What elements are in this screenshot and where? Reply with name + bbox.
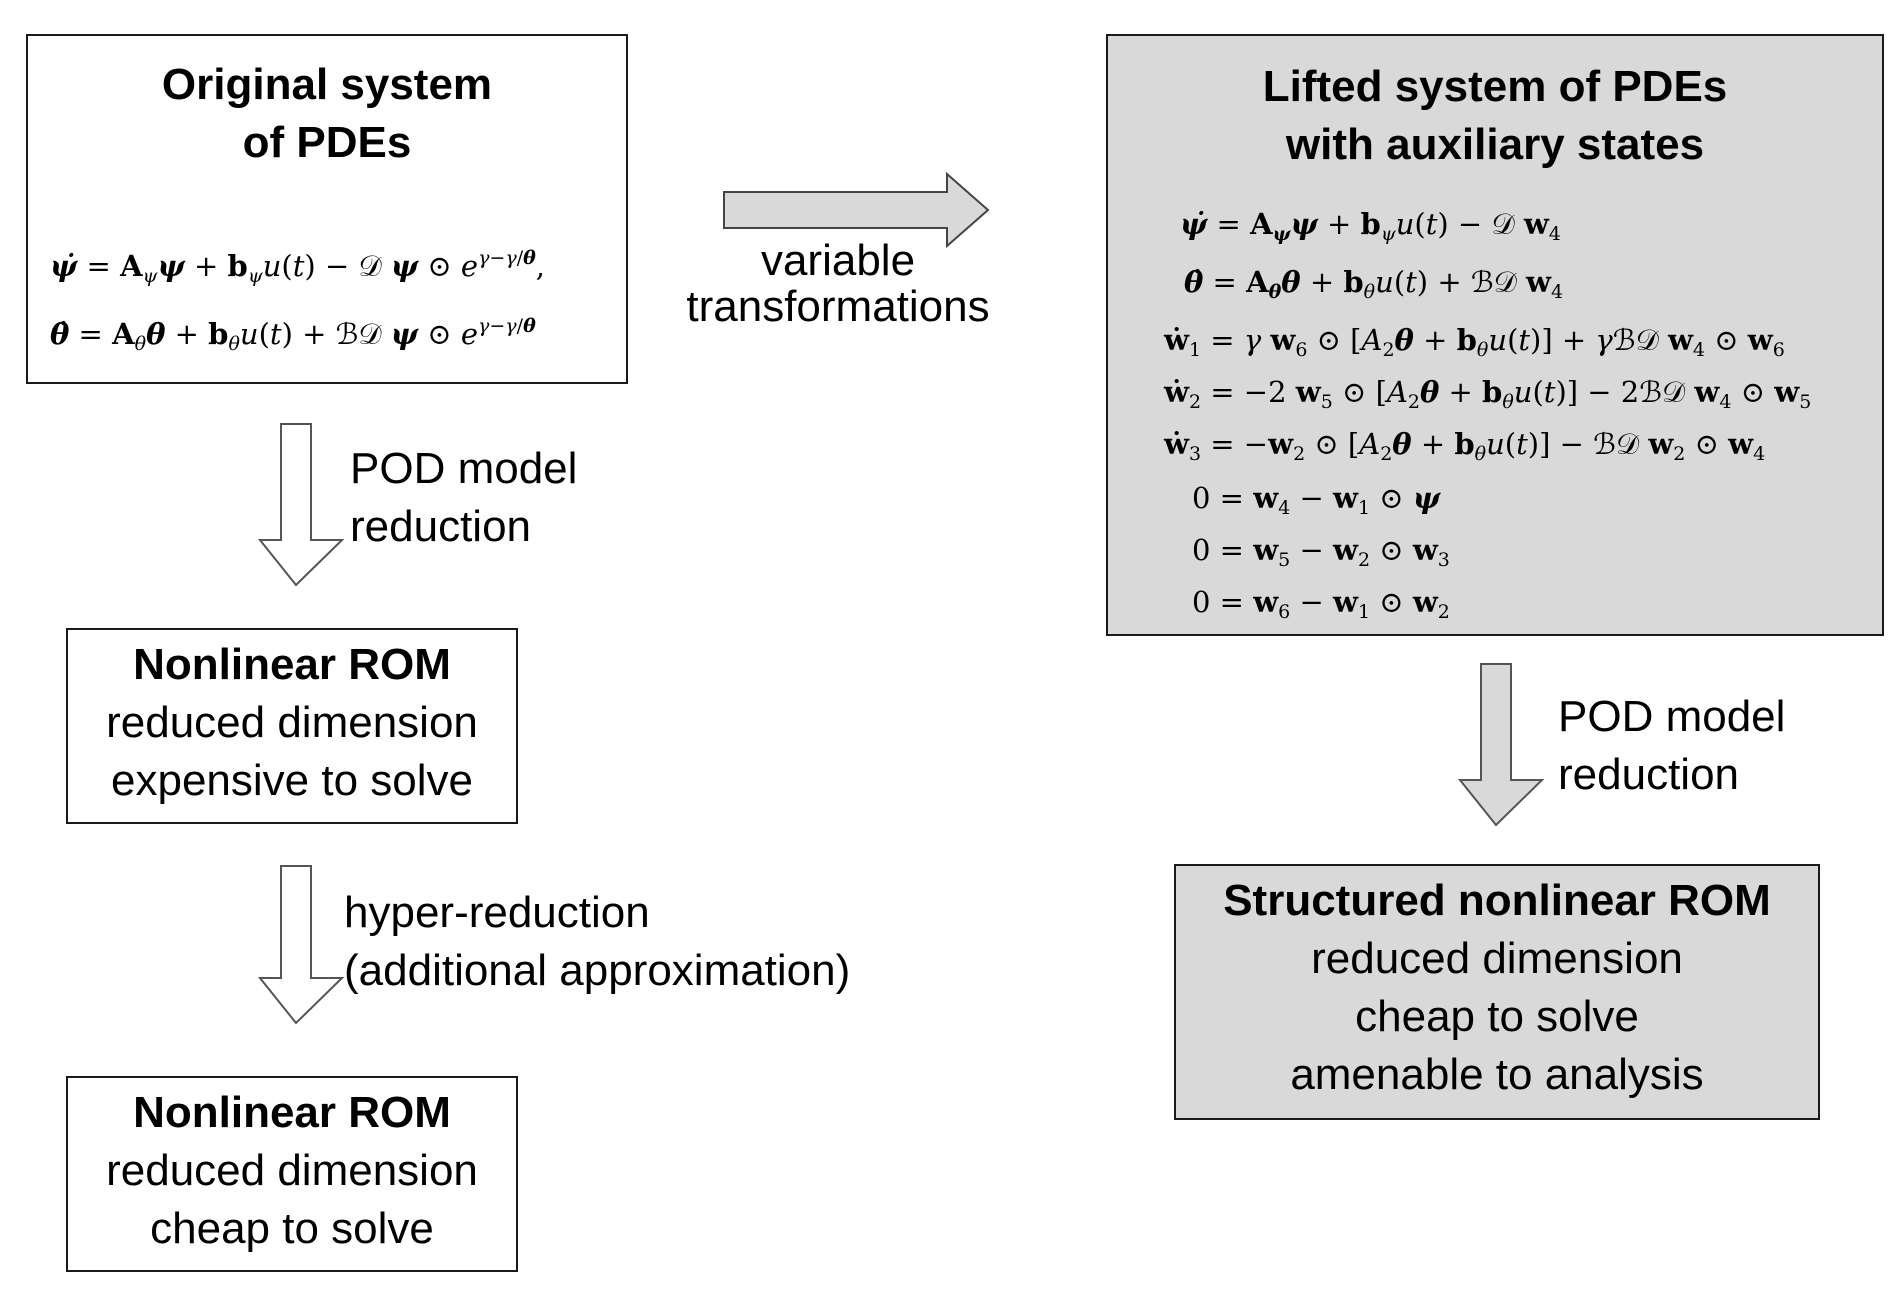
rom1-line2: expensive to solve <box>111 756 473 805</box>
lifted-eq-w2: ẇ2 = −2 w5 ⊙ [A2θ + bθu(t)] − 2ℬ𝒟 w4 ⊙ w… <box>1164 375 1812 413</box>
original-system-box: Original system of PDEs ψ̇ = Aψψ + bψu(t… <box>26 34 628 384</box>
hyper-line1: hyper-reduction <box>344 888 650 937</box>
pod-arrow-left <box>257 423 345 587</box>
lifted-title-line2: with auxiliary states <box>1285 120 1705 169</box>
structured-title: Structured nonlinear ROM <box>1223 876 1771 925</box>
pod-left-line2: reduction <box>350 502 532 551</box>
pod-label-left: POD model reduction <box>350 440 577 556</box>
original-title-line1: Original system <box>161 60 493 109</box>
transform-label-line1: variable <box>760 236 916 285</box>
original-equation-theta: θ̇ = Aθθ + bθu(t) + ℬ𝒟 ψ ⊙ eγ−γ/θ <box>50 315 536 355</box>
lifted-eq-w5: 0 = w5 − w2 ⊙ w3 <box>1192 533 1450 571</box>
original-equation-psi: ψ̇ = Aψψ + bψu(t) − 𝒟 ψ ⊙ eγ−γ/θ, <box>50 247 546 287</box>
lifted-eq-psi: ψ̇ = Aψψ + bψu(t) − 𝒟 w4 <box>1180 207 1561 245</box>
structured-rom-box: Structured nonlinear ROM reduced dimensi… <box>1174 864 1820 1120</box>
structured-line1: reduced dimension <box>1311 934 1683 983</box>
transform-label-line2: transformations <box>686 282 990 331</box>
pod-arrow-right <box>1457 663 1545 827</box>
transform-arrow <box>723 172 990 248</box>
lifted-eq-w3: ẇ3 = −w2 ⊙ [A2θ + bθu(t)] − ℬ𝒟 w2 ⊙ w4 <box>1164 427 1766 465</box>
nonlinear-rom-cheap-box: Nonlinear ROM reduced dimension cheap to… <box>66 1076 518 1272</box>
rom2-line1: reduced dimension <box>106 1146 478 1195</box>
pod-right-line2: reduction <box>1558 750 1740 799</box>
hyper-reduction-label: hyper-reduction (additional approximatio… <box>344 884 850 1000</box>
lifted-eq-w1: ẇ1 = γ w6 ⊙ [A2θ + bθu(t)] + γℬ𝒟 w4 ⊙ w6 <box>1164 323 1785 361</box>
pod-left-line1: POD model <box>350 444 578 493</box>
rom1-line1: reduced dimension <box>106 698 478 747</box>
transform-label: variable transformations <box>668 232 1008 336</box>
lifted-system-box: Lifted system of PDEs with auxiliary sta… <box>1106 34 1884 636</box>
pod-label-right: POD model reduction <box>1558 688 1785 804</box>
lifted-eq-theta: θ̇ = Aθθ + bθu(t) + ℬ𝒟 w4 <box>1184 265 1564 303</box>
lifted-title-line1: Lifted system of PDEs <box>1262 62 1728 111</box>
hyper-line2: (additional approximation) <box>344 946 851 995</box>
rom2-line2: cheap to solve <box>150 1204 434 1253</box>
original-title-line2: of PDEs <box>242 118 412 167</box>
nonlinear-rom-expensive-box: Nonlinear ROM reduced dimension expensiv… <box>66 628 518 824</box>
lifted-system-title: Lifted system of PDEs with auxiliary sta… <box>1108 58 1882 174</box>
hyper-reduction-arrow <box>257 865 345 1025</box>
lifted-eq-w6: 0 = w6 − w1 ⊙ w2 <box>1192 585 1450 623</box>
rom1-title: Nonlinear ROM <box>133 640 451 689</box>
structured-line3: amenable to analysis <box>1290 1050 1704 1099</box>
original-system-title: Original system of PDEs <box>28 56 626 172</box>
structured-line2: cheap to solve <box>1355 992 1639 1041</box>
pod-right-line1: POD model <box>1558 692 1786 741</box>
rom2-title: Nonlinear ROM <box>133 1088 451 1137</box>
lifted-eq-w4: 0 = w4 − w1 ⊙ ψ <box>1192 481 1441 519</box>
